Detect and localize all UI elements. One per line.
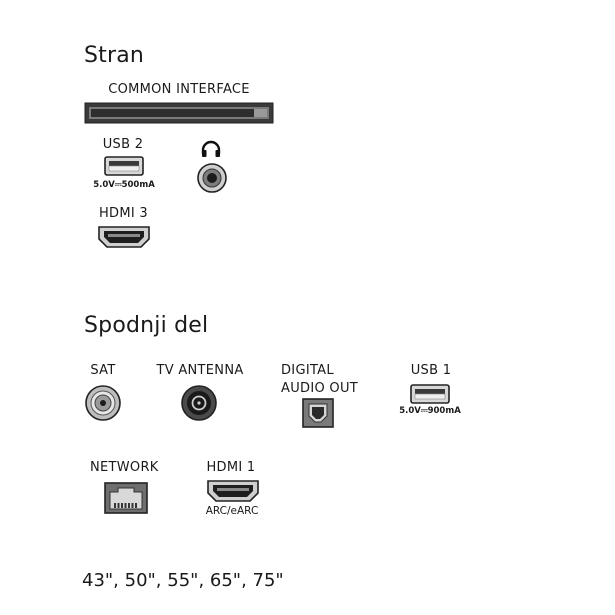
digital-audio-label-line2: AUDIO OUT [281, 381, 359, 396]
usb2-spec: 5.0V⎓500mA [93, 180, 155, 190]
optical-audio-port-icon [302, 398, 334, 428]
side-section-title: Stran [84, 43, 145, 68]
ethernet-port-icon [104, 482, 148, 514]
usb2-label: USB 2 [102, 137, 144, 152]
hdmi1-arc-label: ARC/eARC [205, 505, 259, 517]
common-interface-slot-icon [84, 102, 274, 124]
sat-connector-icon [84, 384, 122, 422]
tv-antenna-connector-icon [180, 384, 218, 422]
hdmi1-port-icon [206, 479, 260, 503]
usb1-port-icon [410, 384, 450, 404]
sat-label: SAT [90, 363, 116, 378]
bottom-section-title: Spodnji del [84, 313, 209, 338]
digital-audio-label-line1: DIGITAL [281, 363, 334, 378]
screen-sizes: 43", 50", 55", 65", 75" [82, 570, 284, 591]
usb2-port-icon [104, 156, 144, 176]
headphones-icon [200, 140, 222, 158]
common-interface-label: COMMON INTERFACE [108, 82, 250, 97]
hdmi1-label: HDMI 1 [206, 460, 256, 475]
usb1-label: USB 1 [410, 363, 452, 378]
headphone-jack-icon [196, 162, 228, 194]
usb1-spec: 5.0V⎓900mA [399, 406, 461, 416]
hdmi3-port-icon [97, 225, 151, 249]
hdmi3-label: HDMI 3 [98, 206, 149, 221]
network-label: NETWORK [90, 460, 159, 475]
tv-antenna-label: TV ANTENNA [156, 363, 244, 378]
